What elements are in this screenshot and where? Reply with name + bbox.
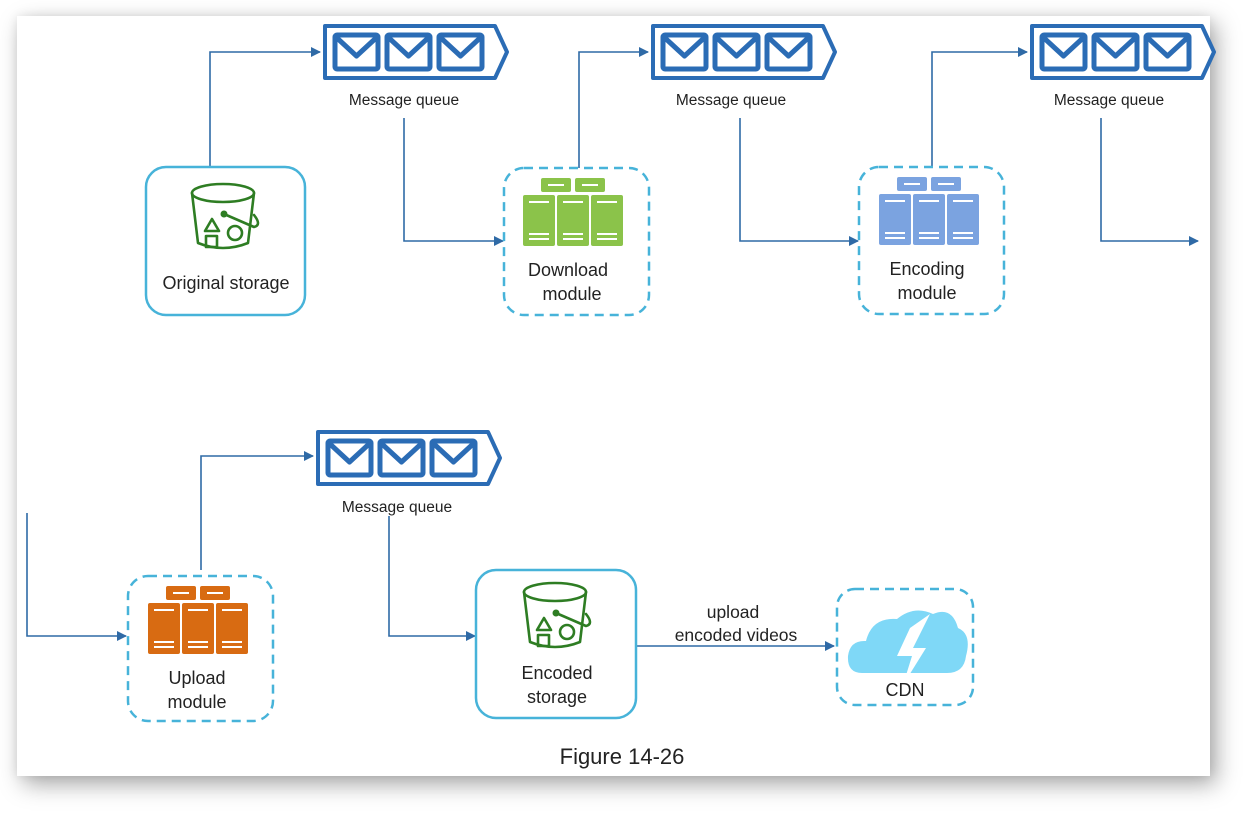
queue-label: Message queue — [675, 92, 787, 109]
original-storage-node[interactable] — [144, 165, 307, 317]
download-module-label-line2: module — [542, 284, 602, 304]
queue-label: Message queue — [341, 499, 453, 516]
cloud-lightning-icon — [847, 610, 968, 685]
figure-caption: Figure 14-26 — [559, 744, 685, 769]
edge-label-line2: encoded videos — [674, 625, 798, 645]
edge-queue4-to-encoded — [388, 516, 476, 641]
encoded-storage-label-line1: Encoded — [521, 663, 593, 683]
edge-queue3-to-upload — [1100, 118, 1199, 246]
encoding-module-label-line2: module — [897, 283, 957, 303]
edge-label-line1: upload — [706, 602, 760, 622]
edge-upload-to-queue4 — [200, 451, 314, 570]
download-module-label-line1: Download — [527, 260, 609, 280]
encoded-storage-label-line2: storage — [526, 687, 588, 707]
queue-label: Message queue — [1053, 92, 1165, 109]
edge-queue2-to-encoding — [739, 118, 859, 246]
edge-encoding-to-queue3 — [931, 47, 1028, 166]
message-queue-icon — [318, 432, 500, 484]
edge-continuation-to-upload — [26, 513, 127, 641]
message-queue-icon — [653, 26, 835, 78]
cdn-label: CDN — [885, 680, 925, 700]
upload-module-label-line1: Upload — [168, 668, 226, 688]
message-queue-icon — [325, 26, 507, 78]
edge-queue1-to-download — [403, 118, 504, 246]
original-storage-label: Original storage — [162, 273, 290, 293]
message-queue-icon — [1032, 26, 1214, 78]
encoded-storage-node[interactable] — [474, 568, 638, 720]
edge-original-to-queue1 — [209, 47, 321, 166]
edge-download-to-queue2 — [578, 47, 649, 176]
queue-label: Message queue — [348, 92, 460, 109]
upload-module-label-line2: module — [167, 692, 227, 712]
encoding-module-label-line1: Encoding — [889, 259, 965, 279]
